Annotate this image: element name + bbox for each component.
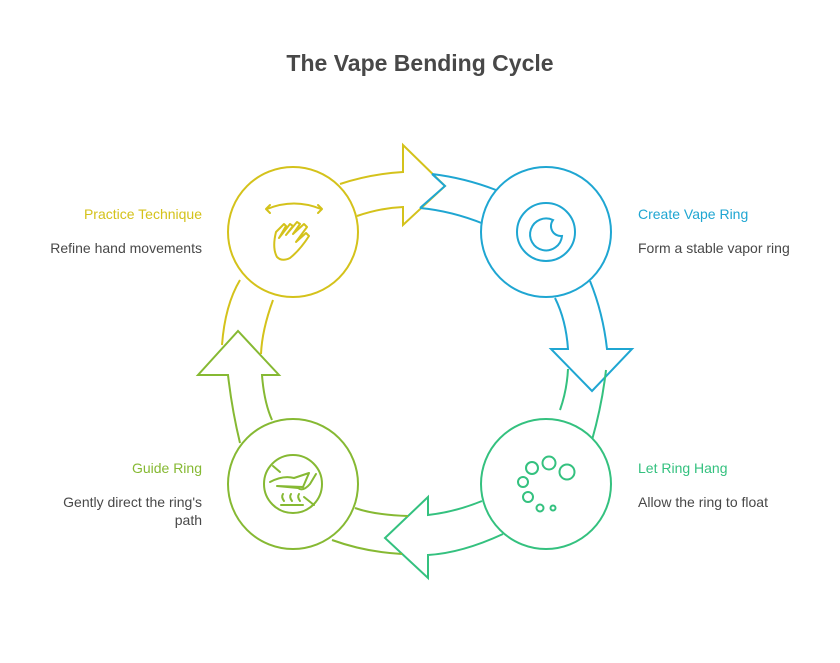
node-create-circle [480,166,612,298]
moon-ring-icon [516,202,576,262]
step-description: Allow the ring to float [638,494,768,510]
page-title: The Vape Bending Cycle [286,50,554,76]
step-guide-label: Guide Ring Gently direct the ring's path [2,460,202,529]
step-title: Practice Technique [83,206,202,222]
hand-wave-icon [265,202,323,261]
step-description: Refine hand movements [50,240,202,256]
step-title: Let Ring Hang [638,460,728,476]
step-title: Create Vape Ring [638,206,749,222]
step-practice-label: Practice Technique Refine hand movements [2,206,202,257]
arrow-guide-to-practice [195,279,282,444]
arrow-hang-to-guide [331,494,504,581]
step-hang-label: Let Ring Hang Allow the ring to float [638,460,838,511]
arrow-practice-to-create [339,142,497,228]
hand-steam-icon [263,454,323,514]
arrow-create-to-hang [548,280,635,441]
node-guide-circle [227,418,359,550]
step-description: Form a stable vapor ring [638,240,790,256]
step-description: Gently direct the ring's path [63,494,202,528]
step-title: Guide Ring [131,460,202,476]
node-hang-circle [480,418,612,550]
bubbles-icon [517,455,576,513]
step-create-label: Create Vape Ring Form a stable vapor rin… [638,206,838,257]
node-practice-circle [227,166,359,298]
